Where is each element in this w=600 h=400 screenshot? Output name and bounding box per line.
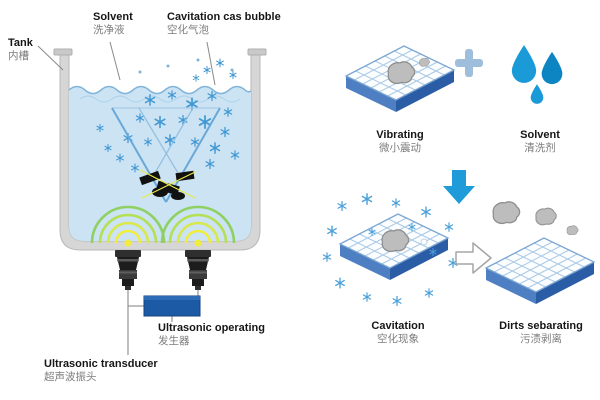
- dirt-blob-icon: [381, 229, 410, 253]
- solvent-label: Solvent 洗净液: [93, 10, 133, 38]
- solvent-right-label-en: Solvent: [520, 129, 560, 141]
- ultrasonic-wave-arcs: [90, 205, 236, 247]
- dirt-blob-icon: [419, 57, 430, 67]
- solvent-right-label-zh: 清洗剂: [524, 142, 556, 155]
- dirts-separating-label-en: Dirts sebarating: [499, 320, 583, 332]
- tank-label-en: Tank: [8, 37, 33, 49]
- label-pointer-lines: [37, 41, 216, 86]
- cavitation-tile: [322, 193, 458, 307]
- ultrasonic-operating-label-en: Ultrasonic operating: [158, 322, 265, 334]
- transducer-right: [185, 250, 211, 290]
- right-arrow-icon: [455, 242, 492, 274]
- solvent-label-en: Solvent: [93, 11, 133, 23]
- ultrasonic-operating-label-zh: 发生器: [158, 335, 190, 348]
- parts-being-cleaned: [139, 169, 196, 200]
- dirt-blob-icon: [387, 61, 416, 85]
- splash-dots: [138, 58, 234, 74]
- ultrasonic-transducer-label: Ultrasonic transducer 超声波振头: [44, 357, 158, 385]
- cavitation-label-zh: 空化现象: [377, 333, 419, 346]
- solvent-label-zh: 洗净液: [93, 24, 125, 37]
- cavitation-bubble-label-en: Cavitation cas bubble: [167, 11, 281, 23]
- cavitation-bubble-label-zh: 空化气泡: [167, 24, 209, 37]
- wires: [127, 290, 199, 355]
- dirts-separating-tile: [485, 201, 595, 305]
- down-arrow-icon: [443, 170, 475, 204]
- separated-dirt-blobs: [492, 201, 579, 236]
- ultrasonic-transducer-label-en: Ultrasonic transducer: [44, 358, 158, 370]
- cavitation-label: Cavitation 空化现象: [371, 319, 424, 347]
- solvent-right-label: Solvent 清洗剂: [520, 128, 560, 156]
- tank-label-zh: 内槽: [8, 50, 29, 63]
- solvent-drops-icon: [511, 45, 563, 104]
- vibrating-label-en: Vibrating: [376, 129, 424, 141]
- generator-box: [143, 295, 201, 317]
- transducer-left: [115, 250, 141, 290]
- cavitation-label-en: Cavitation: [371, 320, 425, 332]
- vibrating-tile: [345, 45, 455, 113]
- ultrasonic-operating-label: Ultrasonic operating 发生器: [158, 321, 265, 349]
- dirts-separating-label: Dirts sebarating 污渍剥离: [499, 319, 583, 347]
- tank-label: Tank 内槽: [8, 36, 33, 64]
- ultrasonic-transducer-label-zh: 超声波振头: [44, 371, 97, 384]
- vibrating-label: Vibrating 微小震动: [376, 128, 423, 156]
- cavitation-bubble-label: Cavitation cas bubble 空化气泡: [167, 10, 281, 38]
- dirts-separating-label-zh: 污渍剥离: [520, 333, 562, 346]
- vibrating-label-zh: 微小震动: [378, 142, 421, 155]
- plus-icon: [455, 49, 483, 77]
